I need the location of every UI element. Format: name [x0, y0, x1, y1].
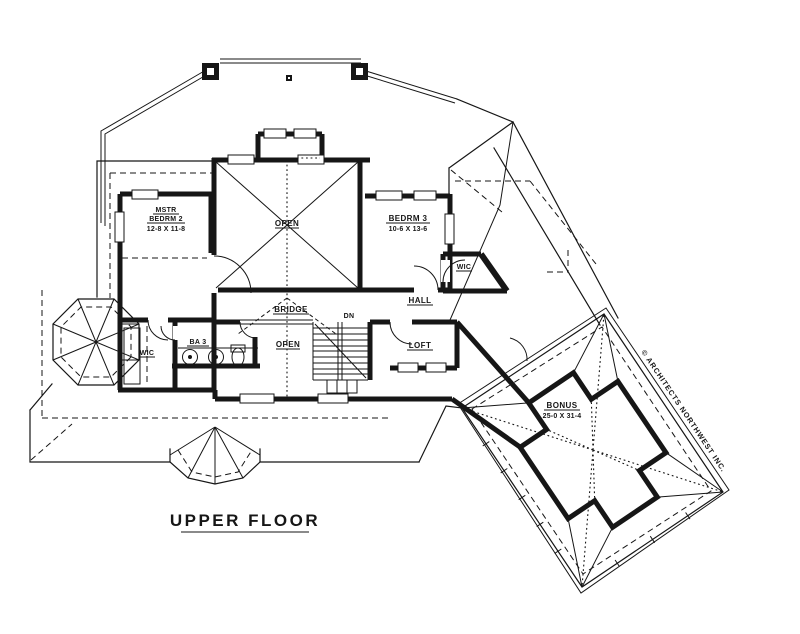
ceiling-lines	[215, 157, 359, 397]
master-name-line2: BEDRM 2	[149, 216, 183, 223]
copyright-text: © ARCHITECTS NORTHWEST INC.	[639, 348, 728, 474]
stairs-dn-label: DN	[344, 313, 355, 320]
loft-label: LOFT	[409, 341, 431, 350]
bath-fixtures	[123, 326, 258, 386]
wic-left-label: WIC	[140, 350, 155, 357]
plan-title: UPPER FLOOR	[170, 511, 320, 533]
roof-dashed-lines	[30, 169, 597, 478]
room-labels: MSTR BEDRM 2 12-8 X 11-8 OPEN BEDRM 3 10…	[139, 207, 581, 420]
bonus-dims: 25-0 X 31-4	[543, 413, 582, 420]
bath3-label: BA 3	[190, 339, 207, 346]
bedroom3-name: BEDRM 3	[389, 214, 428, 223]
plan-title-text: UPPER FLOOR	[170, 511, 320, 530]
turret-roof	[52, 298, 140, 386]
door-openings	[148, 255, 450, 340]
deck-railing	[100, 58, 458, 226]
hall-label: HALL	[409, 296, 432, 305]
corridor-walls	[450, 320, 531, 450]
bridge-label: BRIDGE	[274, 305, 308, 314]
roof-outline	[29, 98, 619, 485]
open-lower-label: OPEN	[276, 340, 300, 349]
door-arcs	[147, 255, 466, 345]
bonus-room-walls	[461, 313, 724, 588]
wic-right-label: WIC	[457, 264, 472, 271]
bonus-name: BONUS	[547, 401, 578, 410]
windows	[114, 128, 455, 404]
master-name-line1: MSTR	[155, 207, 176, 214]
bedroom3-dims: 10-6 X 13-6	[389, 226, 428, 233]
staircase	[312, 322, 369, 394]
open-upper-label: OPEN	[275, 219, 299, 228]
master-dims: 12-8 X 11-8	[147, 226, 185, 233]
